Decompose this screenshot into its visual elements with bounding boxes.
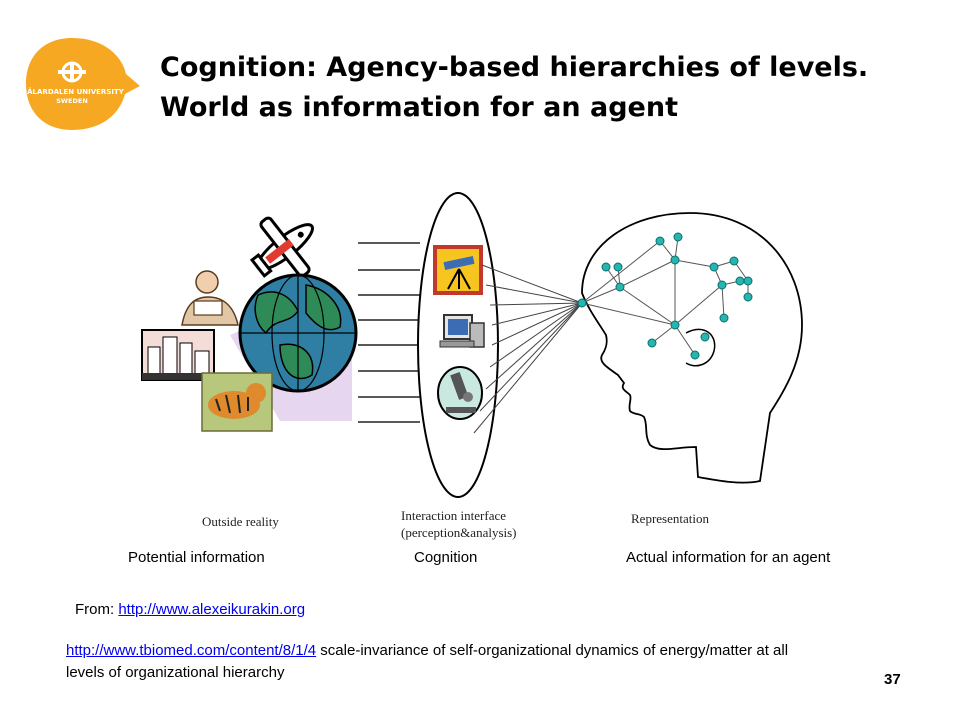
logo-text-line1: MÄLARDALEN UNIVERSITY — [22, 87, 125, 96]
tiger-icon — [201, 372, 273, 432]
title-line-1: Cognition: Agency-based hierarchies of l… — [160, 52, 869, 83]
caption-interaction-interface: Interaction interface (perception&analys… — [401, 507, 517, 541]
perception-rays — [473, 264, 583, 434]
caption-outside-reality: Outside reality — [202, 514, 279, 529]
logo-text-line2: SWEDEN — [56, 97, 88, 105]
telescope-icon — [433, 245, 483, 295]
source-link[interactable]: http://www.alexeikurakin.org — [118, 601, 306, 618]
globe-icon — [238, 273, 358, 393]
source-line: From: http://www.alexeikurakin.org — [75, 601, 305, 618]
label-potential-information: Potential information — [128, 549, 265, 566]
title-line-2: World as information for an agent — [160, 92, 678, 123]
person-icon — [180, 270, 239, 331]
reference-paragraph: http://www.tbiomed.com/content/8/1/4 sca… — [66, 640, 826, 684]
caption-interface-line-2: (perception&analysis) — [401, 525, 517, 540]
reference-description: scale-invariance of self-organizational … — [66, 642, 789, 681]
page-number: 37 — [884, 671, 901, 688]
caption-representation: Representation — [631, 511, 709, 526]
reference-link[interactable]: http://www.tbiomed.com/content/8/1/4 — [66, 642, 317, 659]
brain-network-icon — [577, 232, 753, 360]
head-outline — [581, 212, 803, 484]
label-cognition: Cognition — [414, 549, 478, 566]
university-logo: MÄLARDALEN UNIVERSITY SWEDEN — [20, 34, 142, 134]
slide-title: Cognition: Agency-based hierarchies of l… — [160, 48, 940, 128]
microscope-icon — [437, 366, 483, 420]
label-actual-information: Actual information for an agent — [626, 549, 831, 566]
computer-icon — [439, 314, 485, 348]
airplane-icon — [249, 216, 314, 278]
city-icon — [141, 329, 215, 381]
information-lines — [358, 242, 420, 423]
source-prefix: From: — [75, 601, 119, 618]
logo-emblem-icon — [58, 61, 86, 83]
caption-interface-line-1: Interaction interface — [401, 508, 507, 523]
ear-outline — [685, 328, 716, 367]
cognition-diagram — [130, 185, 830, 545]
